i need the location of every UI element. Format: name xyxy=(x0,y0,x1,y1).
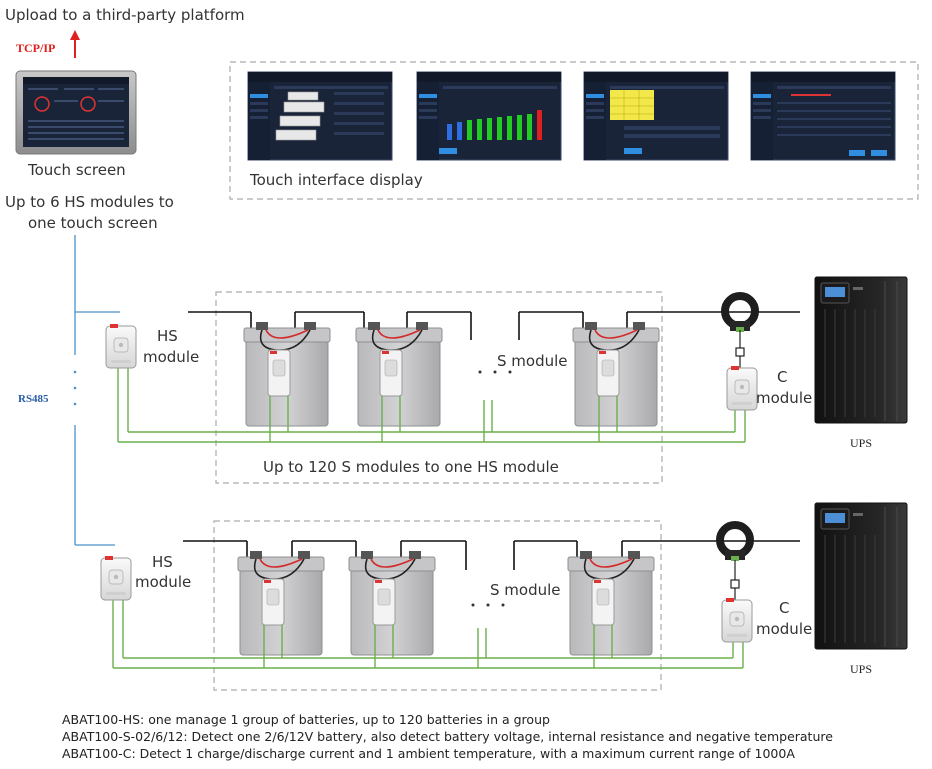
group1-sensor-lines xyxy=(117,366,746,443)
touch-screen-label: Touch screen xyxy=(28,161,126,179)
note-s: ABAT100-S-02/6/12: Detect one 2/6/12V ba… xyxy=(62,729,833,744)
group2-c-module-device xyxy=(721,597,753,643)
group2-ups-cabinet xyxy=(814,502,908,650)
note-hs: ABAT100-HS: one manage 1 group of batter… xyxy=(62,712,550,727)
group1-c-label-2: module xyxy=(756,389,813,407)
group2-hs-module-device xyxy=(100,555,132,601)
group2-sensor-lines xyxy=(112,598,744,669)
ui-thumbnail-bar-chart xyxy=(416,71,562,161)
touch-screen-capacity-2: one touch screen xyxy=(28,214,158,232)
group2-power-lines xyxy=(183,540,800,570)
touch-interface-box xyxy=(229,61,919,200)
group1-c-module-device xyxy=(726,365,758,411)
protocol-label: TCP/IP xyxy=(16,41,56,55)
group1-capacity-note: Up to 120 S modules to one HS module xyxy=(263,458,559,476)
group1-c-label-1: C xyxy=(777,368,788,386)
group1-ct-wire xyxy=(735,330,745,370)
group1-power-lines xyxy=(188,311,800,340)
ui-thumbnail-battery-rack xyxy=(247,71,393,161)
group1-battery-3 xyxy=(572,321,660,427)
group1-ellipsis xyxy=(478,370,512,374)
group1-ups-cabinet xyxy=(814,276,908,424)
group1-hs-module-device xyxy=(105,323,137,369)
ui-thumbnail-records xyxy=(750,71,896,161)
rs485-bus xyxy=(74,235,120,546)
group1-hs-label-2: module xyxy=(143,348,200,366)
note-c: ABAT100-C: Detect 1 charge/discharge cur… xyxy=(62,746,795,761)
group1-battery-1 xyxy=(243,321,331,427)
group2-s-module-box xyxy=(213,520,662,691)
group2-current-sensor xyxy=(720,525,750,561)
rs485-label: RS485 xyxy=(18,393,49,405)
group1-s-module-box xyxy=(215,291,663,484)
group1-ups-label: UPS xyxy=(850,436,873,450)
group2-battery-3 xyxy=(567,550,655,656)
group1-battery-2 xyxy=(355,321,443,427)
group2-hs-label-2: module xyxy=(135,573,192,591)
rs485-dots xyxy=(73,370,77,406)
group1-hs-label-1: HS xyxy=(157,327,178,345)
group1-current-sensor xyxy=(725,296,755,332)
touch-interface-label: Touch interface display xyxy=(250,171,423,189)
ui-thumbnail-table xyxy=(583,71,729,161)
group2-battery-2 xyxy=(348,550,436,656)
group2-c-label-2: module xyxy=(756,620,813,638)
product-notes: ABAT100-HS: one manage 1 group of batter… xyxy=(62,711,833,762)
group2-c-label-1: C xyxy=(779,599,790,617)
upload-arrow-head xyxy=(70,30,80,40)
group2-ups-label: UPS xyxy=(850,662,873,676)
group2-ellipsis xyxy=(471,603,505,607)
touch-screen-device xyxy=(15,70,137,155)
group1-s-module-label: S module xyxy=(497,352,568,370)
touch-screen-capacity-1: Up to 6 HS modules to xyxy=(5,193,174,211)
group2-s-module-label: S module xyxy=(490,581,561,599)
group2-ct-wire xyxy=(730,560,740,602)
group2-hs-label-1: HS xyxy=(152,553,173,571)
upload-text: Upload to a third-party platform xyxy=(5,6,245,24)
group2-battery-1 xyxy=(237,550,325,656)
